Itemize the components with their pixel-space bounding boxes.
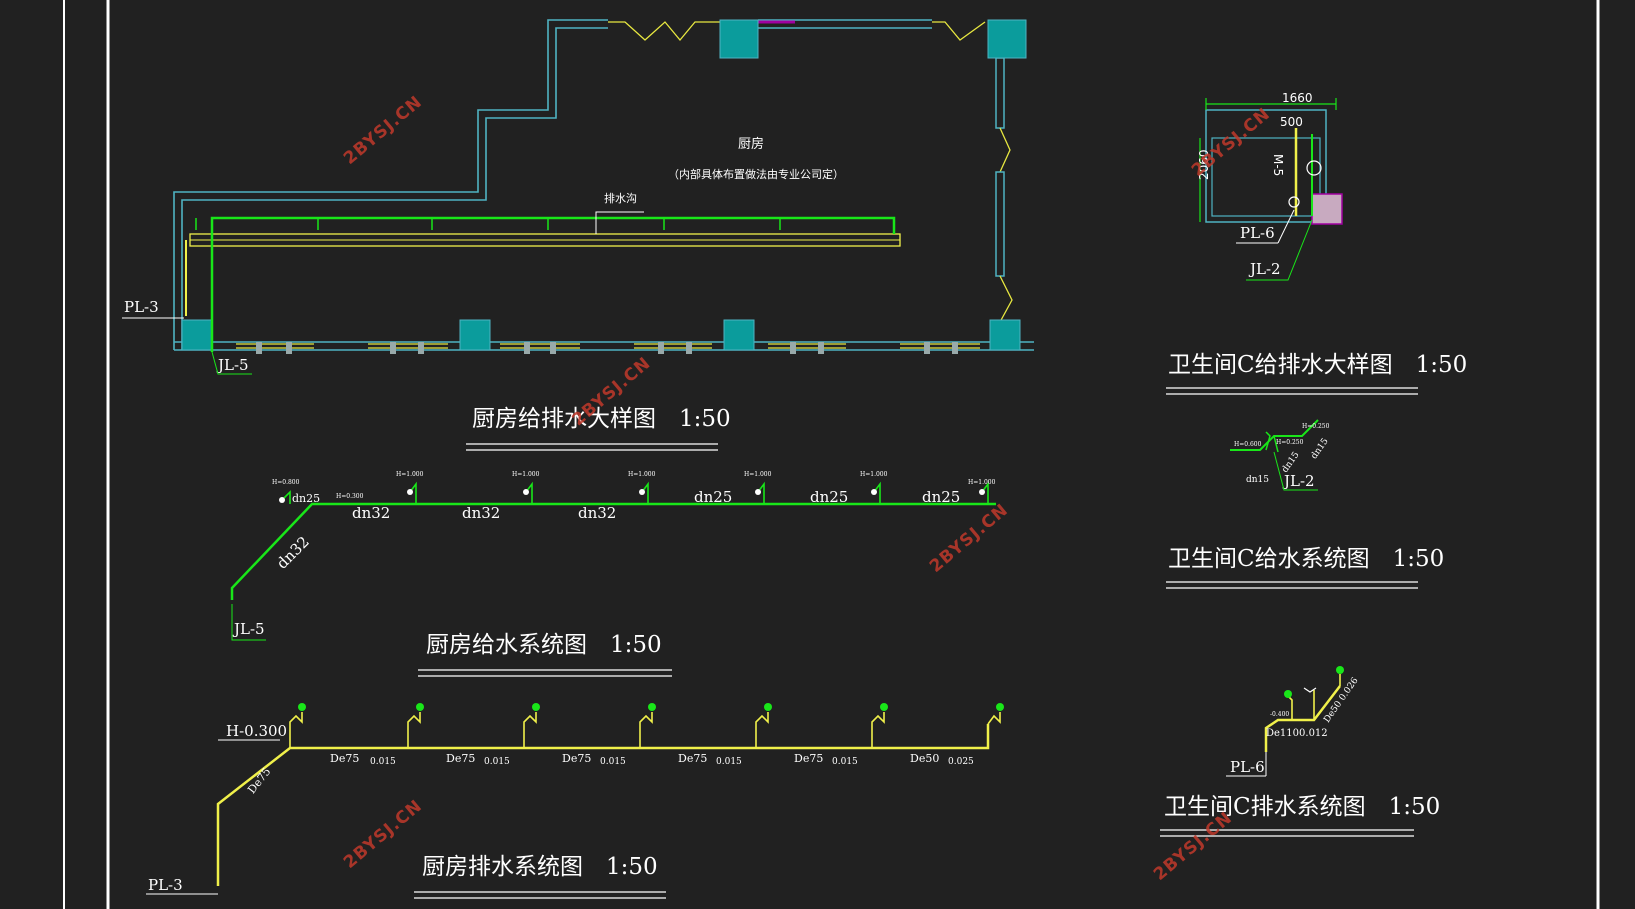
main-pipe-1: dn32 [352,504,390,522]
room-name: 厨房 [738,136,764,152]
supply-system-riser: JL-5 [232,620,265,638]
main-pipe-5: dn25 [810,488,848,506]
watermark-3: 2BYSJ.CN [926,500,1012,577]
kitchen-window-top [608,21,720,42]
watermark-1: 2BYSJ.CN [340,92,426,169]
supply-drops [195,218,781,230]
dim-inner: 500 [1280,115,1303,129]
toilet-drain-main-pipe: De1100.012 [1266,728,1328,739]
first-branch-size: dn25 [292,492,320,505]
right-window [999,127,1011,173]
elev-outlet-1: H=1.000 [396,471,424,478]
toilet-drain-riser: PL-6 [1240,224,1275,242]
main-pipe-6: dn25 [922,488,960,506]
seg-slope-5: 0.015 [832,757,858,767]
toilet-wall-outer [1205,109,1327,223]
bottom-windows [236,343,980,349]
floor-drain-icon [1306,160,1322,176]
toilet-drain-system: De1100.012 De50 0.026 -0.400 PL-6 卫生间C排水… [1160,666,1440,837]
main-pipe-2: dn32 [462,504,500,522]
door-tag: M-5 [1271,154,1285,176]
elev-outlet-5: H=1.000 [860,471,888,478]
toilet-elev-a: H=0.600 [1234,441,1262,448]
supply-valves [279,489,985,503]
toilet-pipe-main: dn15 [1246,475,1269,485]
supply-main [210,216,896,352]
seg-size-1: De75 [330,752,359,765]
toilet-supply-system: H=0.600 H=0.250 H=0.250 dn15 dn15 dn15 J… [1166,419,1444,589]
dim-width: 1660 [1282,91,1313,105]
elev-start: H=0.800 [272,479,300,486]
elev-outlet-4: H=1.000 [744,471,772,478]
seg-size-2: De75 [446,752,475,765]
main-pipe-4: dn25 [694,488,732,506]
supply-pipe-sizes: dn32 dn32 dn32 dn25 dn25 dn25 [352,488,960,522]
toilet-drain-system-riser: PL-6 [1230,758,1265,776]
toilet-elev-b: H=0.250 [1276,439,1304,446]
drain-outlets [298,703,1004,711]
toilet-drain-title: 卫生间C排水系统图 1:50 [1164,794,1440,820]
toilet-supply-system-riser: JL-2 [1282,472,1315,490]
seg-slope-4: 0.015 [716,757,742,767]
drawing-frame [63,0,1600,909]
supply-system-main [230,502,996,600]
toilet-plan: 1660 2060 500 M-5 PL-6 JL-2 卫生间C给排水大样图 1… [1166,91,1467,395]
drain-system-riser: PL-3 [148,876,183,894]
seg-slope-1: 0.015 [370,757,396,767]
dim-height: 2060 [1197,149,1211,180]
right-window-2 [999,275,1013,323]
seg-size-5: De75 [794,752,823,765]
elev-outlet-2: H=1.000 [512,471,540,478]
seg-slope-3: 0.015 [600,757,626,767]
kitchen-drain-riser-tag: PL-3 [124,298,159,316]
elev-outlet-3: H=1.000 [628,471,656,478]
watermarks: 2BYSJ.CN 2BYSJ.CN 2BYSJ.CN 2BYSJ.CN 2BYS… [340,92,1274,885]
kitchen-drain-title: 厨房排水系统图 1:50 [422,854,658,880]
toilet-supply-riser: JL-2 [1248,260,1281,278]
kitchen-supply-title: 厨房给水系统图 1:50 [426,632,662,658]
toilet-supply-title: 卫生间C给水系统图 1:50 [1168,546,1444,572]
toilet-column [1311,193,1343,225]
supply-system-branches [281,481,989,504]
room-note: （内部具体布置做法由专业公司定） [668,167,844,181]
kitchen-supply-riser-tag: JL-5 [216,356,249,374]
elev-first: H=0.300 [336,493,364,500]
kitchen-plan: 厨房 （内部具体布置做法由专业公司定） 排水沟 PL-3 JL-5 厨房给排水大… [122,19,1034,451]
right-wall-seg [995,57,1005,129]
toilet-pipe-b: dn15 [1309,436,1331,461]
structural-columns [181,19,1027,351]
seg-size-4: De75 [678,752,707,765]
seg-size-3: De75 [562,752,591,765]
supply-outlet-elevations: H=1.000 H=1.000 H=1.000 H=1.000 H=1.000 … [396,471,996,486]
seg-size-6: De50 [910,752,939,765]
drain-elevation: H-0.300 [226,722,287,740]
toilet-fixture-icon [1288,196,1300,208]
seg-slope-2: 0.015 [484,757,510,767]
toilet-plan-title: 卫生间C给排水大样图 1:50 [1168,352,1467,378]
seg-slope-6: 0.025 [948,757,974,767]
kitchen-supply-system: dn25 H=0.800 H=0.300 H=1.000 H=1.000 H=1… [230,471,996,677]
kitchen-wall-outer [173,19,608,350]
watermark-4: 2BYSJ.CN [340,796,426,873]
kitchen-drain-system: H-0.300 De75 0.015 De75 0.015 De75 0.015… [146,703,1004,899]
trench-label: 排水沟 [604,191,637,205]
right-wall-seg-2 [995,171,1005,277]
mullions [256,342,958,354]
toilet-elev-c: H=0.250 [1302,423,1330,430]
toilet-wall-inner [1211,137,1321,217]
kitchen-wall-inner [181,27,608,350]
kitchen-plan-title: 厨房给排水大样图 1:50 [472,406,731,432]
toilet-drain-pipe [1264,685,1341,752]
drain-traps [289,712,1001,748]
drain-segment-labels: De75 0.015 De75 0.015 De75 0.015 De75 0.… [330,752,974,767]
toilet-drain-elevation: -0.400 [1270,711,1289,718]
toilet-drain-outlets [1284,666,1344,698]
elev-outlet-6: H=1.000 [968,479,996,486]
main-pipe-3: dn32 [578,504,616,522]
kitchen-window-top-2 [932,21,986,41]
watermark-5: 2BYSJ.CN [1188,104,1274,181]
